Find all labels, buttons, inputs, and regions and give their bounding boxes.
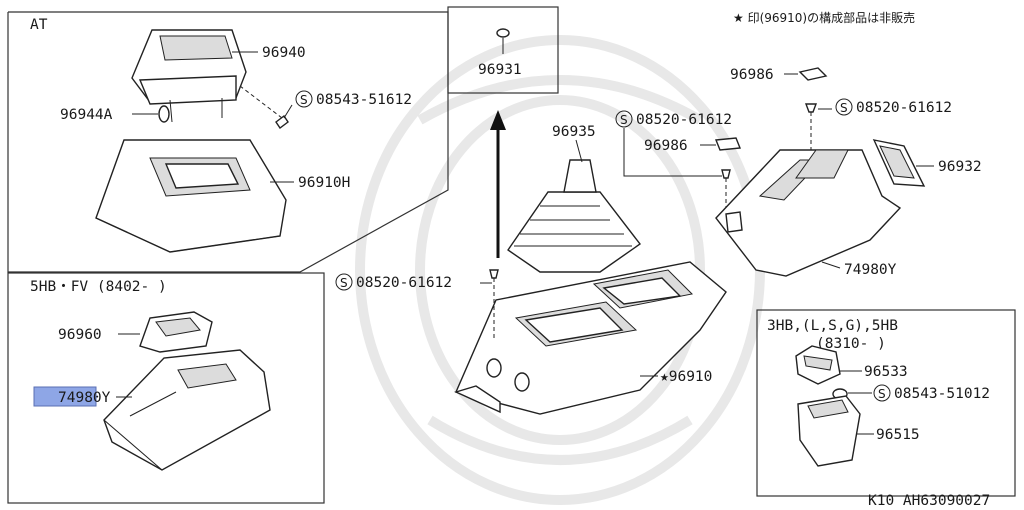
standard-mark-icon xyxy=(295,90,313,108)
callout-96986-top: 96986 xyxy=(730,67,774,83)
hb-section-title-1: 3HB,(L,S,G),5HB xyxy=(767,318,898,334)
callout-08520-61612-left: 08520-61612 xyxy=(356,275,452,291)
callout-96932: 96932 xyxy=(938,159,982,175)
highlight-74980y xyxy=(33,386,97,407)
callout-08543-51612: 08543-51612 xyxy=(316,92,412,108)
figure-code: K10 AH63090027 xyxy=(868,493,990,509)
console-96910 xyxy=(454,261,727,415)
standard-mark-letter: S xyxy=(840,101,848,115)
console-74980y xyxy=(715,149,902,277)
console-96515 xyxy=(797,395,861,467)
clip-96986-center xyxy=(715,137,741,151)
standard-mark-letter: S xyxy=(300,93,308,107)
console-at-96910h xyxy=(95,139,287,253)
callout-74980y-right: 74980Y xyxy=(844,262,897,278)
standard-mark-icon xyxy=(873,384,891,402)
shift-boot-96935 xyxy=(507,159,642,273)
top-inset-frame xyxy=(447,6,559,94)
standard-mark-letter: S xyxy=(340,276,348,290)
callout-08520-61612-right: 08520-61612 xyxy=(856,100,952,116)
clip-96986-top xyxy=(798,67,828,81)
standard-mark-icon xyxy=(615,110,633,128)
screw-08543-51612 xyxy=(239,85,289,130)
at-section-title: AT xyxy=(30,17,48,33)
callout-96515: 96515 xyxy=(876,427,920,443)
standard-mark-icon xyxy=(335,273,353,291)
callout-96944a: 96944A xyxy=(60,107,113,123)
screw-08520-61612-right xyxy=(804,103,818,150)
console-fv-74980y xyxy=(103,349,271,471)
callout-96931: 96931 xyxy=(478,62,522,78)
indicator-96533 xyxy=(795,345,841,385)
standard-mark-letter: S xyxy=(620,113,628,127)
screw-08520-61612-left xyxy=(489,269,499,340)
callout-96533: 96533 xyxy=(864,364,908,380)
callout-96910: ★96910 xyxy=(660,369,712,385)
callout-96910h: 96910H xyxy=(298,175,350,191)
lid-96932 xyxy=(872,139,926,187)
cap-96931 xyxy=(496,28,510,54)
selector-indicator-96940 xyxy=(131,29,247,123)
standard-mark-letter: S xyxy=(878,387,886,401)
callout-08520-61612-center: 08520-61612 xyxy=(636,112,732,128)
hb-section-frame xyxy=(756,309,1016,497)
direction-arrow xyxy=(490,110,506,258)
callout-74980y-fv: 74980Y xyxy=(58,390,111,406)
hb-section-title-2: (8310- ) xyxy=(816,336,886,352)
at-section-frame xyxy=(7,11,449,273)
fv-section-title: 5HB・FV (8402- ) xyxy=(30,279,167,295)
indicator-96960 xyxy=(139,311,213,353)
callout-08543-51012: 08543-51012 xyxy=(894,386,990,402)
standard-mark-icon xyxy=(835,98,853,116)
callout-96960: 96960 xyxy=(58,327,102,343)
callout-96940: 96940 xyxy=(262,45,306,61)
callout-96986-center: 96986 xyxy=(644,138,688,154)
callout-96935: 96935 xyxy=(552,124,596,140)
clip-96944a xyxy=(158,105,170,123)
not-sold-note: ★ 印(96910)の構成部品は非販売 xyxy=(733,10,915,25)
fv-section-frame xyxy=(7,272,325,504)
